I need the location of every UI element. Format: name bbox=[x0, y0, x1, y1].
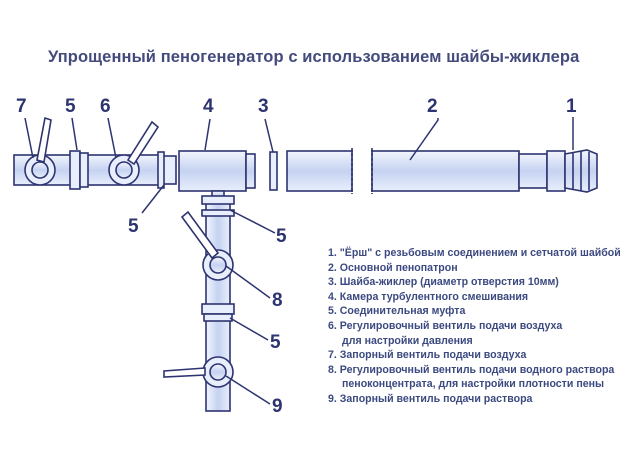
legend-item-4: 4. Камера турбулентного смешивания bbox=[328, 290, 529, 303]
solution-regulating-valve-8 bbox=[180, 210, 234, 281]
legend-item-5: 5. Соединительная муфта bbox=[328, 305, 466, 318]
callout-5-left: 5 bbox=[128, 216, 139, 237]
legend-item-3: 3. Шайба-жиклер (диаметр отверстия 10мм) bbox=[328, 276, 559, 289]
nozzle-washer bbox=[269, 151, 278, 191]
callout-5-mid: 5 bbox=[276, 226, 287, 247]
main-foam-cartridge bbox=[286, 146, 548, 196]
diagram-title: Упрощенный пеногенератор с использование… bbox=[48, 48, 580, 66]
legend-item-1: 1. "Ёрш" с резьбовым соединением и сетча… bbox=[328, 247, 620, 259]
solution-shutoff-valve-9 bbox=[163, 356, 234, 388]
legend-item-7: 7. Запорный вентиль подачи воздуха bbox=[328, 349, 527, 362]
air-regulating-valve-6 bbox=[108, 120, 160, 186]
callout-9: 9 bbox=[272, 396, 283, 417]
callout-4: 4 bbox=[203, 96, 214, 117]
legend-item-6: 6. Регулировочный вентиль подачи воздуха bbox=[328, 319, 563, 332]
callout-6: 6 bbox=[100, 96, 111, 117]
legend-item-6-cont: для настройки давления bbox=[342, 334, 473, 347]
brush-nozzle bbox=[546, 149, 598, 193]
legend: 1. "Ёрш" с резьбовым соединением и сетча… bbox=[328, 246, 620, 407]
callout-1: 1 bbox=[566, 96, 577, 117]
callout-7: 7 bbox=[16, 96, 27, 117]
legend-item-2: 2. Основной пенопатрон bbox=[328, 261, 458, 274]
air-shutoff-valve-7 bbox=[24, 116, 56, 186]
callout-2: 2 bbox=[427, 96, 438, 117]
mixing-chamber bbox=[178, 150, 256, 202]
legend-item-8-cont: пеноконцентрата, для настройки плотности… bbox=[342, 378, 605, 391]
callout-5-top: 5 bbox=[65, 96, 76, 117]
callout-3: 3 bbox=[258, 96, 269, 117]
leader-lines bbox=[24, 117, 574, 405]
legend-item-9: 9. Запорный вентиль подачи раствора bbox=[328, 392, 533, 405]
legend-item-8: 8. Регулировочный вентиль подачи водного… bbox=[328, 363, 615, 376]
callout-8: 8 bbox=[272, 290, 283, 311]
callout-5-low: 5 bbox=[270, 332, 281, 353]
